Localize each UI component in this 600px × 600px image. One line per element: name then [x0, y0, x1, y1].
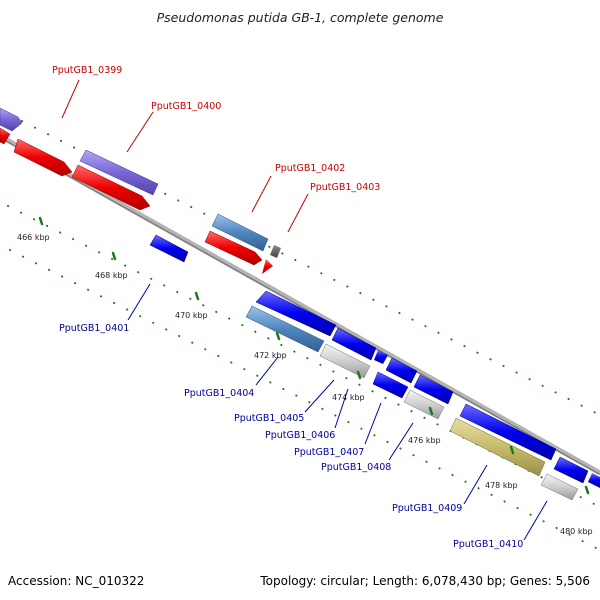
tick-label: 474 kbp: [332, 393, 365, 402]
gene-0403a[interactable]: [270, 245, 281, 258]
tick-label: 476 kbp: [408, 436, 441, 445]
accession-text: Accession: NC_010322: [8, 574, 145, 588]
tick-marks: [38, 216, 590, 495]
guide-dots-inner: [9, 249, 600, 551]
tick-label: 466 kbp: [17, 233, 50, 242]
map-title: Pseudomonas putida GB-1, complete genome: [156, 10, 444, 25]
tick-label: 478 kbp: [485, 481, 518, 490]
gene-label[interactable]: PputGB1_0407: [294, 447, 364, 458]
gene-0400b[interactable]: [79, 149, 159, 196]
gene-label[interactable]: PputGB1_0401: [59, 323, 129, 334]
gene-0406[interactable]: [385, 357, 418, 384]
label-leaders: [61, 79, 548, 541]
gene-0399[interactable]: [0, 107, 23, 132]
gene-0402b[interactable]: [204, 230, 263, 266]
gene-0407[interactable]: [372, 371, 409, 399]
gene-0400[interactable]: [13, 138, 73, 177]
gene-label[interactable]: PputGB1_0403: [310, 182, 380, 193]
gene-0410b[interactable]: [540, 473, 579, 501]
gene-label[interactable]: PputGB1_0408: [321, 462, 391, 473]
gene-0406a[interactable]: [374, 350, 388, 364]
gene-0401[interactable]: [149, 234, 189, 263]
gene-label[interactable]: PputGB1_0410: [453, 539, 523, 550]
gene-0403b[interactable]: [262, 259, 273, 274]
gene-label[interactable]: PputGB1_0405: [234, 413, 304, 424]
tick-label: 470 kbp: [175, 311, 208, 320]
gene-label[interactable]: PputGB1_0400: [151, 101, 221, 112]
genome-backbone: [0, 133, 600, 476]
gene-0404[interactable]: [255, 290, 337, 337]
forward-genes: [0, 107, 281, 274]
tick-labels: 466 kbp 468 kbp 470 kbp 472 kbp 474 kbp …: [17, 233, 593, 536]
topology-text: Topology: circular; Length: 6,078,430 bp…: [260, 574, 590, 588]
gene-0410[interactable]: [553, 456, 589, 484]
gene-label[interactable]: PputGB1_0406: [265, 430, 335, 441]
gene-0408[interactable]: [413, 374, 454, 405]
gene-0409[interactable]: [459, 403, 557, 461]
tick-label: 468 kbp: [95, 271, 128, 280]
gene-0409b[interactable]: [449, 417, 546, 477]
gene-0402[interactable]: [211, 213, 269, 252]
genome-backbone-edge: [0, 137, 600, 475]
gene-0405b[interactable]: [319, 343, 371, 379]
gene-0404b[interactable]: [245, 305, 325, 353]
tick-label: 480 kbp: [560, 527, 593, 536]
gene-edge[interactable]: [588, 473, 600, 488]
tick-label: 472 kbp: [254, 351, 287, 360]
gene-0401r[interactable]: [71, 164, 151, 211]
gene-label[interactable]: PputGB1_0402: [275, 163, 345, 174]
reverse-genes: [149, 234, 600, 501]
gene-label[interactable]: PputGB1_0409: [392, 503, 462, 514]
forward-gene-labels: PputGB1_0399 PputGB1_0400 PputGB1_0402 P…: [52, 65, 380, 193]
gene-0405[interactable]: [331, 327, 377, 361]
gene-0408b[interactable]: [403, 389, 445, 420]
gene-0399b[interactable]: [0, 127, 11, 145]
reverse-gene-labels: PputGB1_0401 PputGB1_0404 PputGB1_0405 P…: [59, 323, 523, 550]
gene-label[interactable]: PputGB1_0404: [184, 388, 254, 399]
guide-dots: [7, 120, 600, 508]
gene-label[interactable]: PputGB1_0399: [52, 65, 122, 76]
